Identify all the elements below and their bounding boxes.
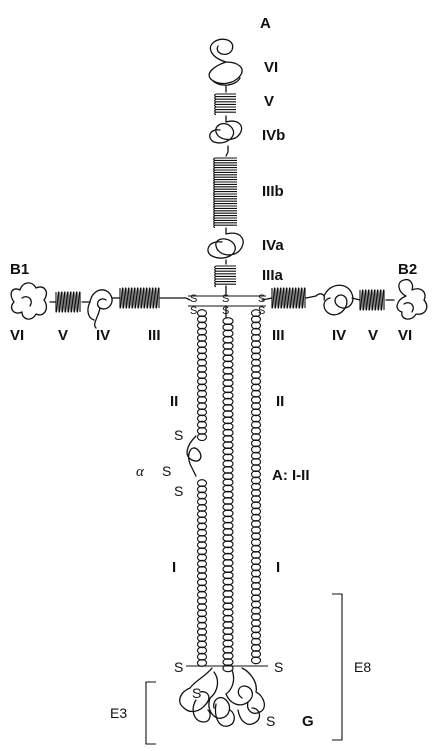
domain-iii-b2-rods [271, 287, 306, 309]
long-arm [179, 285, 268, 727]
domain-iii-b1-rods [119, 287, 160, 309]
label-s-left-2: S [162, 463, 171, 479]
label-g: G [302, 713, 314, 730]
label-b2-iii: III [272, 327, 285, 344]
domain-vi-a-globule [208, 38, 243, 86]
label-a-i-ii: A: I-II [272, 467, 310, 484]
label-a-v: V [264, 93, 274, 110]
coil-center [222, 317, 234, 673]
e3-bracket [145, 681, 156, 745]
label-s-g-left: S [192, 685, 201, 701]
domain-ivb-globule [209, 120, 243, 144]
label-a-vi: VI [264, 59, 278, 76]
domain-iv-b2-globule [323, 284, 354, 316]
domain-iiib-rods [213, 157, 237, 229]
label-a-iiia: IIIa [262, 267, 284, 284]
coil-left [196, 309, 208, 667]
coil-right [250, 309, 262, 665]
short-arm-a [207, 38, 244, 288]
label-a-iva: IVa [262, 237, 284, 254]
label-s-junction-l2: S [190, 305, 197, 317]
label-e8: E8 [354, 659, 371, 675]
label-s-left-1: S [174, 427, 183, 443]
label-right-ii: II [276, 393, 284, 410]
label-b1-v: V [58, 327, 68, 344]
label-s-junction-c1: S [222, 293, 229, 305]
label-s-junction-c2: S [222, 305, 229, 317]
domain-v-b2-rods [359, 289, 385, 311]
domain-iiia-rods [214, 265, 236, 288]
e8-bracket [332, 593, 343, 741]
alpha-cross [186, 435, 202, 477]
label-s-left-3: S [174, 483, 183, 499]
label-s-g-right: S [266, 713, 275, 729]
label-a-top: A [260, 15, 271, 32]
g-domain-globules [179, 667, 266, 727]
short-arm-b2 [261, 278, 428, 320]
label-b2-iv: IV [332, 327, 346, 344]
label-b1-vi: VI [10, 327, 24, 344]
domain-iv-b1-globule [87, 289, 113, 329]
label-s-bottom-right: S [274, 659, 283, 675]
label-alpha: α [136, 464, 145, 480]
label-s-junction-l1: S [190, 293, 197, 305]
label-b1: B1 [10, 261, 29, 278]
label-a-ivb: IVb [262, 127, 285, 144]
label-s-bottom-left: S [174, 659, 183, 675]
domain-iva-globule [207, 232, 244, 259]
label-left-ii: II [170, 393, 178, 410]
label-b1-iv: IV [96, 327, 110, 344]
label-right-i: I [276, 559, 280, 576]
domain-v-a-rods [214, 93, 236, 116]
domain-v-b1-rods [55, 291, 81, 313]
domain-vi-b1-globule [10, 282, 48, 320]
label-b2: B2 [398, 261, 417, 278]
label-b2-v: V [368, 327, 378, 344]
short-arm-b1 [10, 282, 191, 329]
label-left-i: I [172, 559, 176, 576]
label-s-junction-r1: S [258, 293, 265, 305]
label-e3: E3 [110, 705, 127, 721]
label-s-junction-r2: S [258, 305, 265, 317]
domain-vi-b2-globule [396, 278, 428, 320]
label-a-iiib: IIIb [262, 183, 284, 200]
label-b1-iii: III [148, 327, 161, 344]
label-b2-vi: VI [398, 327, 412, 344]
